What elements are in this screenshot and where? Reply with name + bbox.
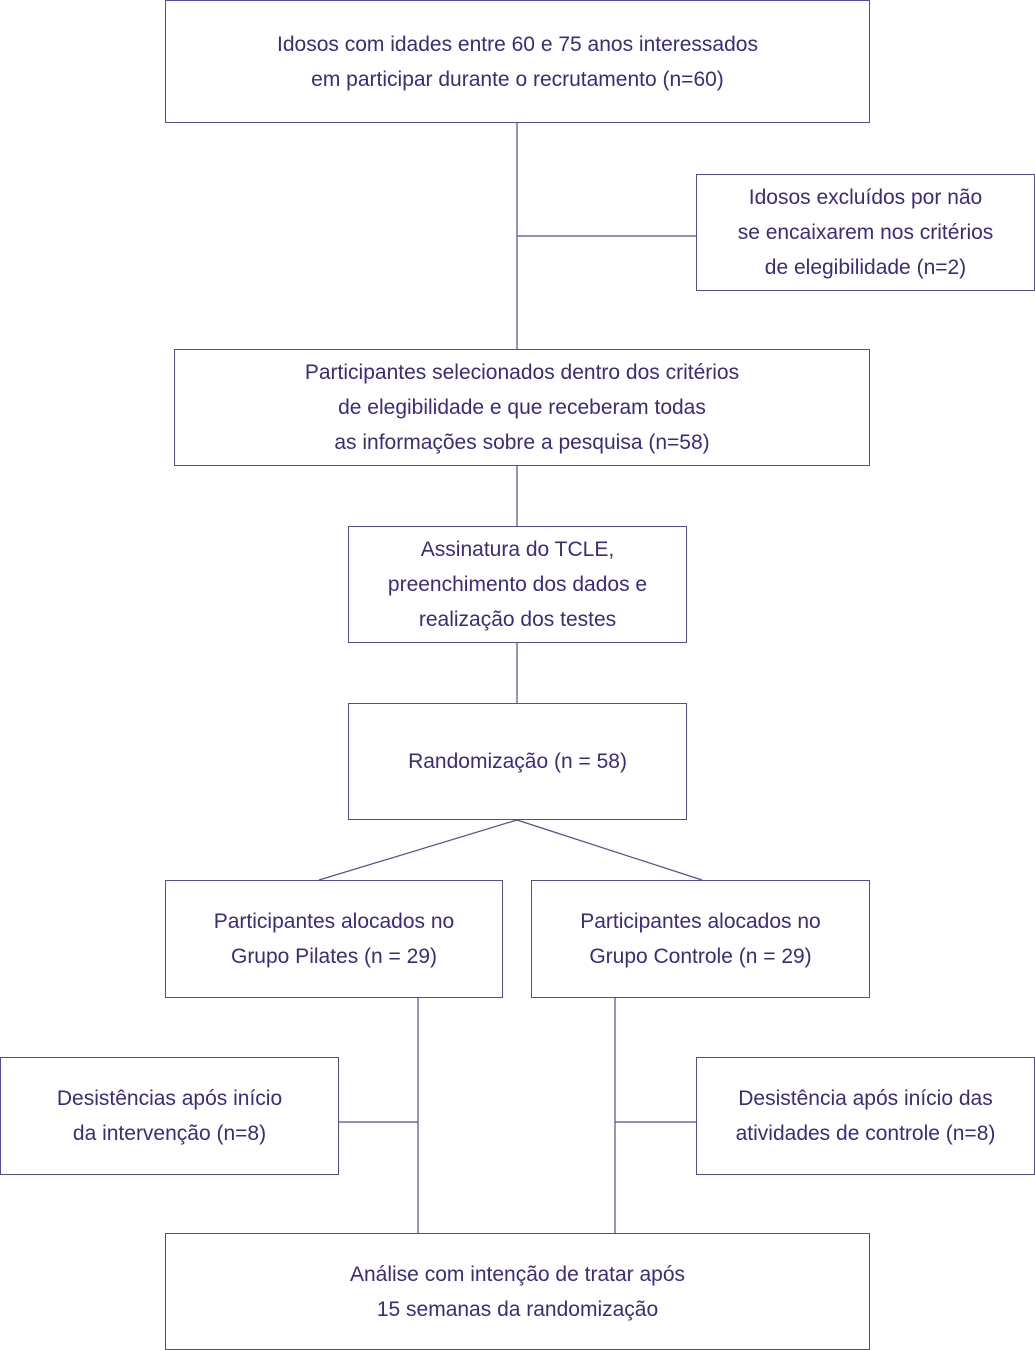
- control-group-text: Participantes alocados no Grupo Controle…: [580, 910, 821, 968]
- selected-box: Participantes selecionados dentro dos cr…: [174, 349, 870, 466]
- control-dropouts-box: Desistência após início das atividades d…: [696, 1057, 1035, 1175]
- tcle-box: Assinatura do TCLE, preenchimento dos da…: [348, 526, 687, 643]
- connector-randomization-to-control: [516, 819, 703, 881]
- selected-text: Participantes selecionados dentro dos cr…: [304, 361, 740, 454]
- connector-randomization-to-pilates: [318, 819, 518, 881]
- tcle-text: Assinatura do TCLE, preenchimento dos da…: [387, 538, 648, 631]
- excluded-text: Idosos excluídos por não se encaixarem n…: [737, 186, 994, 279]
- recruitment-box: Idosos com idades entre 60 e 75 anos int…: [165, 0, 870, 123]
- randomization-text: Randomização (n = 58): [408, 750, 627, 773]
- pilates-dropouts-box: Desistências após início da intervenção …: [0, 1057, 339, 1175]
- control-dropouts-text: Desistência após início das atividades d…: [735, 1087, 996, 1145]
- pilates-group-box: Participantes alocados no Grupo Pilates …: [165, 880, 503, 998]
- pilates-group-text: Participantes alocados no Grupo Pilates …: [213, 910, 455, 968]
- control-group-box: Participantes alocados no Grupo Controle…: [531, 880, 870, 998]
- analysis-text: Análise com intenção de tratar após 15 s…: [349, 1262, 686, 1321]
- recruitment-text: Idosos com idades entre 60 e 75 anos int…: [277, 32, 758, 91]
- randomization-box: Randomização (n = 58): [348, 703, 687, 820]
- excluded-box: Idosos excluídos por não se encaixarem n…: [696, 174, 1035, 291]
- analysis-box: Análise com intenção de tratar após 15 s…: [165, 1233, 870, 1350]
- pilates-dropouts-text: Desistências após início da intervenção …: [56, 1087, 283, 1145]
